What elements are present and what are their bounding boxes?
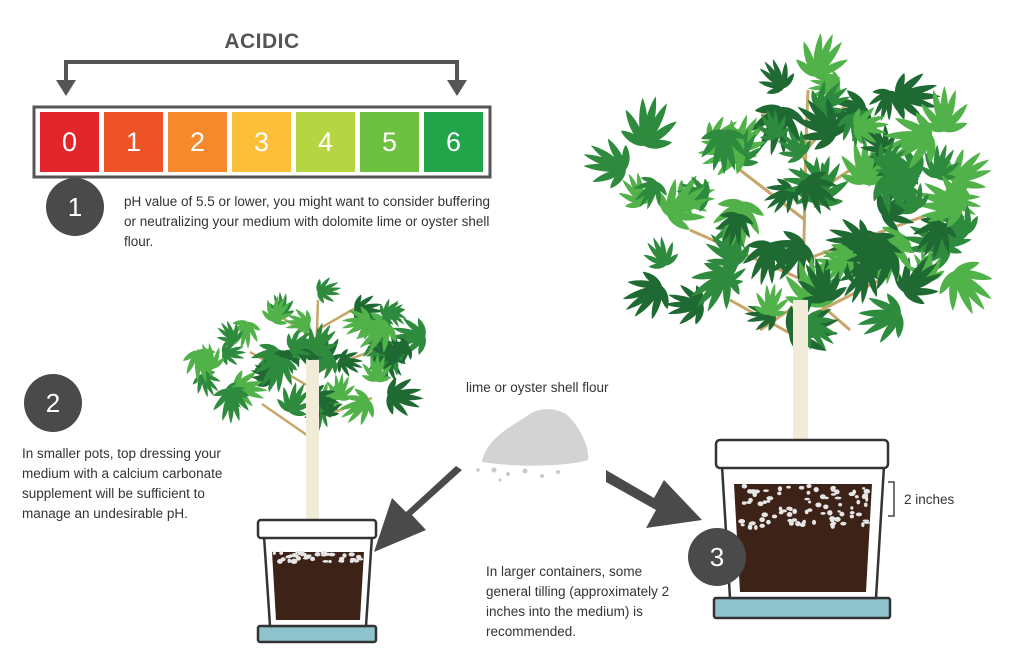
small-pot <box>256 518 378 644</box>
step-1-badge: 1 <box>46 178 104 236</box>
large-pot <box>712 438 892 620</box>
arrow-to-large-pot <box>606 470 702 528</box>
step-2-text: In smaller pots, top dressing your mediu… <box>22 446 223 521</box>
powder-label: lime or oyster shell flour <box>466 380 609 395</box>
ph-cell-3: 3 <box>232 112 291 172</box>
ph-cell-5: 5 <box>360 112 419 172</box>
arrow-to-small-pot <box>374 466 462 552</box>
ph-cell-1: 1 <box>104 112 163 172</box>
acidic-bracket <box>56 60 467 96</box>
step-2-badge: 2 <box>24 374 82 432</box>
ph-cell-6: 6 <box>424 112 483 172</box>
large-plant <box>583 33 993 442</box>
step-3-text: In larger containers, some general tilli… <box>486 564 670 639</box>
step-3-badge: 3 <box>688 528 746 586</box>
acidic-title: ACIDIC <box>224 30 300 53</box>
ph-cell-2: 2 <box>168 112 227 172</box>
depth-bracket <box>888 481 895 517</box>
depth-label: 2 inches <box>904 492 955 507</box>
ph-cell-4: 4 <box>296 112 355 172</box>
small-plant <box>182 277 426 521</box>
step-1-text: pH value of 5.5 or lower, you might want… <box>124 194 490 249</box>
ph-cell-0: 0 <box>40 112 99 172</box>
powder-pile <box>476 409 589 482</box>
